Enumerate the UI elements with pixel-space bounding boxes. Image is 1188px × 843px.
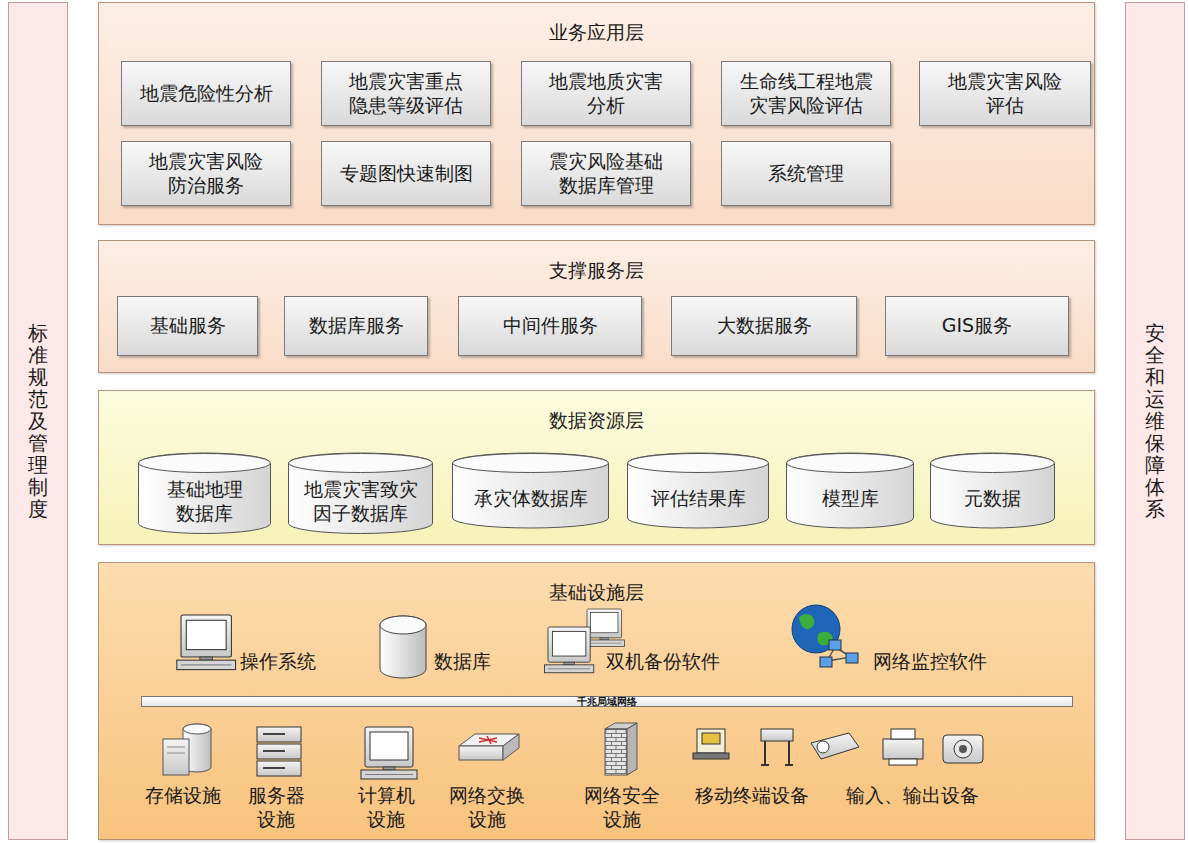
side-band: 安全和运维保障体系 [1125, 2, 1185, 840]
icon-label: 网络安全 设施 [581, 784, 663, 832]
module-box: GIS服务 [885, 296, 1069, 356]
module-box: 系统管理 [721, 141, 891, 206]
band-title: 标准规范及管理制度 [28, 322, 48, 520]
module-label: 数据库服务 [309, 314, 404, 338]
module-box: 地震灾害风险 防治服务 [121, 141, 291, 206]
layer-panel: 数据资源层基础地理 数据库地震灾害致灾 因子数据库 承灾体数据库 评估结果库 模型库 元… [98, 390, 1095, 545]
icon-label: 网络监控软件 [873, 650, 987, 674]
module-label: 大数据服务 [717, 314, 812, 338]
side-band: 标准规范及管理制度 [8, 2, 68, 840]
module-box: 地震危险性分析 [121, 61, 291, 126]
icon-label: 网络交换 设施 [446, 784, 528, 832]
module-label: GIS服务 [942, 314, 1012, 338]
module-box: 大数据服务 [671, 296, 857, 356]
module-box: 地震灾害重点 隐患等级评估 [321, 61, 491, 126]
database-label: 模型库 [822, 487, 879, 511]
icon-label: 存储设施 [141, 784, 225, 808]
bus-label: 千兆局域网络 [577, 697, 637, 707]
database-label: 承灾体数据库 [474, 487, 588, 511]
database-cylinder: 承灾体数据库 [452, 453, 609, 529]
module-box: 地震灾害风险 评估 [919, 61, 1091, 126]
icon-label: 服务器 设施 [245, 784, 307, 832]
icon-label: 输入、输出设备 [837, 784, 987, 808]
layer-title: 业务应用层 [99, 3, 1094, 45]
band-title: 安全和运维保障体系 [1145, 322, 1165, 520]
database-label: 地震灾害致灾 因子数据库 [298, 478, 423, 526]
module-box: 地震地质灾害 分析 [521, 61, 691, 126]
module-label: 专题图快速制图 [340, 162, 473, 186]
icon-label: 双机备份软件 [606, 650, 720, 674]
module-label: 生命线工程地震 灾害风险评估 [736, 70, 876, 118]
module-label: 地震危险性分析 [140, 82, 273, 106]
module-label: 系统管理 [768, 162, 844, 186]
module-label: 地震灾害风险 防治服务 [144, 150, 269, 198]
layer-title: 基础设施层 [99, 563, 1094, 605]
module-box: 震灾风险基础 数据库管理 [521, 141, 691, 206]
icon-label: 移动终端设备 [687, 784, 817, 808]
database-cylinder: 地震灾害致灾 因子数据库 [288, 453, 433, 535]
module-label: 基础服务 [150, 314, 226, 338]
module-label: 震灾风险基础 数据库管理 [544, 150, 669, 198]
layer-title: 数据资源层 [99, 391, 1094, 433]
module-label: 地震灾害重点 隐患等级评估 [344, 70, 469, 118]
layer-panel: 业务应用层地震危险性分析 地震灾害重点 隐患等级评估 地震地质灾害 分析 生命线工程地… [98, 2, 1095, 225]
module-label: 中间件服务 [503, 314, 598, 338]
database-cylinder: 模型库 [786, 453, 914, 529]
database-cylinder: 评估结果库 [627, 453, 769, 529]
layer-panel: 支撑服务层基础服务 数据库服务 中间件服务 大数据服务 GIS服务 [98, 240, 1095, 373]
module-box: 专题图快速制图 [321, 141, 491, 206]
module-box: 数据库服务 [284, 296, 428, 356]
network-bus: 千兆局域网络 [141, 696, 1073, 707]
database-label: 基础地理 数据库 [160, 478, 250, 526]
icon-label: 操作系统 [240, 650, 316, 674]
database-label: 评估结果库 [651, 487, 746, 511]
icon-label: 数据库 [434, 650, 491, 674]
module-label: 地震灾害风险 评估 [943, 70, 1068, 118]
module-box: 基础服务 [117, 296, 258, 356]
database-cylinder: 基础地理 数据库 [138, 453, 271, 535]
module-label: 地震地质灾害 分析 [544, 70, 669, 118]
layer-title: 支撑服务层 [99, 241, 1094, 283]
module-box: 生命线工程地震 灾害风险评估 [721, 61, 891, 126]
database-label: 元数据 [964, 487, 1021, 511]
icon-label: 计算机 设施 [355, 784, 417, 832]
database-cylinder: 元数据 [930, 453, 1055, 529]
module-box: 中间件服务 [458, 296, 642, 356]
